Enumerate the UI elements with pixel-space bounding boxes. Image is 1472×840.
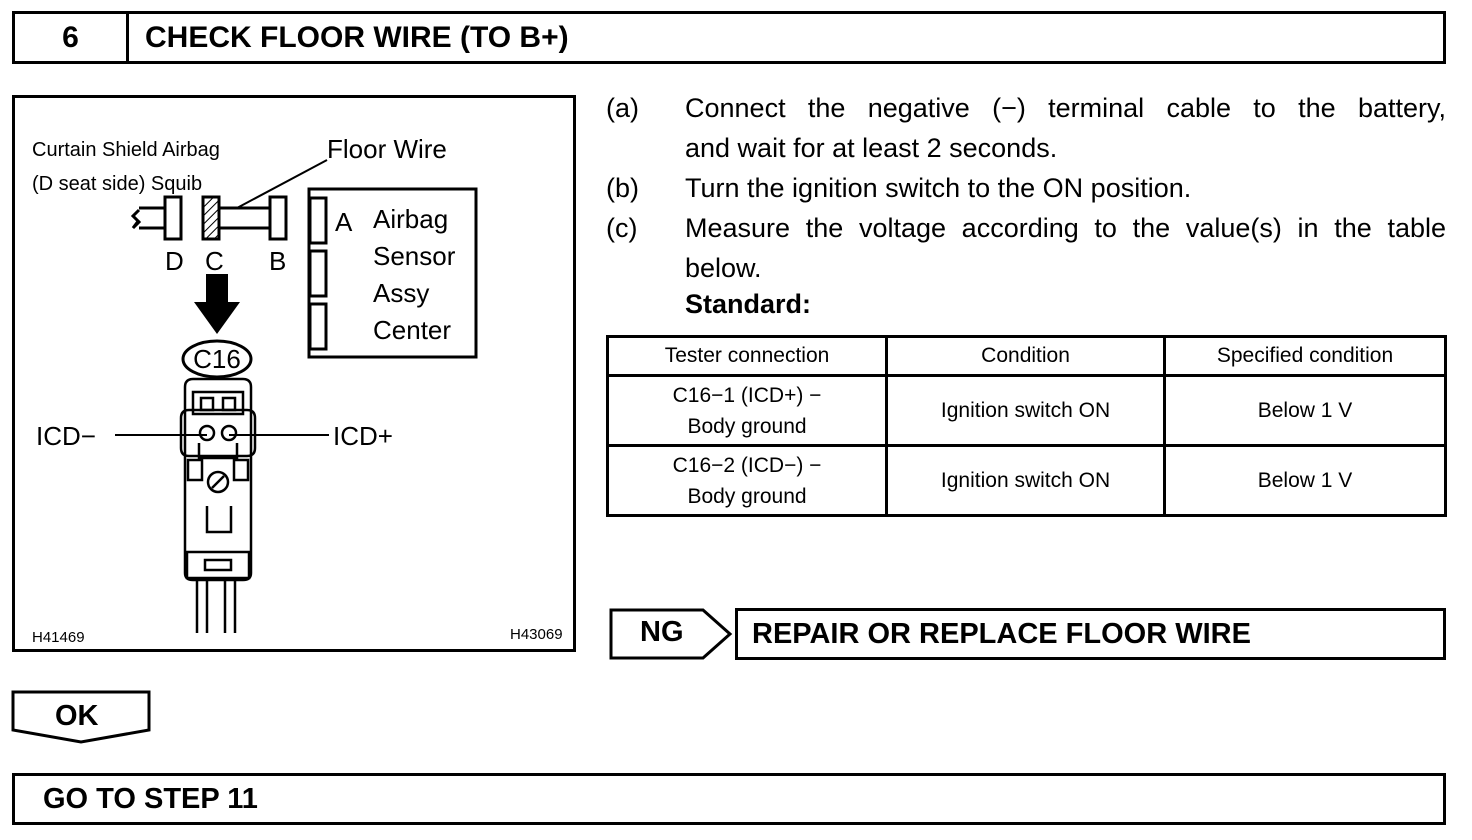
squib-connector [130,159,328,241]
icd-minus-label: ICD− [36,421,96,451]
airbag-sensor-box [307,187,478,359]
header-tester-connection: Tester connection [605,335,889,377]
down-arrow-icon [194,274,240,334]
connector-id-label: C16 [193,344,241,374]
spec-table: Tester connection Condition Specified co… [605,335,1447,517]
cell-specified: Below 1 V [1163,444,1447,517]
c16-connector-icon [179,377,257,633]
ok-tag-icon [11,690,151,744]
connection-line1: C16−1 (ICD+) − [672,383,822,407]
connector-a-label: A [335,207,353,237]
instruction-c-line2: below. [685,253,762,283]
header-condition: Condition [885,335,1167,377]
ok-tag-label: OK [55,700,99,732]
header-specified-condition: Specified condition [1163,335,1447,377]
sensor-label-3: Assy [373,278,430,308]
instruction-c-letter: (c) [606,213,638,243]
step-number: 6 [15,14,129,61]
cell-specified: Below 1 V [1163,374,1447,447]
connector-c-label: C [205,246,224,276]
sensor-label-1: Airbag [373,204,449,234]
ng-tag-label: NG [640,616,684,648]
table-header-row: Tester connection Condition Specified co… [605,335,1447,377]
icd-plus-label: ICD+ [333,421,393,451]
ok-action: GO TO STEP 11 [12,773,1446,825]
sensor-label-2: Sensor [373,241,456,271]
figure-code-left: H41469 [32,629,85,646]
connection-line2: Body ground [687,414,807,438]
connector-b-label: B [269,246,287,276]
instruction-a-letter: (a) [606,93,639,123]
step-header: 6 CHECK FLOOR WIRE (TO B+) [12,11,1446,64]
sensor-label-4: Center [373,315,452,345]
instruction-a-line2: and wait for at least 2 seconds. [685,133,1058,163]
cell-tester-connection: C16−1 (ICD+) − Body ground [605,374,889,447]
standard-label: Standard: [685,289,812,319]
connection-line2: Body ground [687,484,807,508]
ng-tag-icon [609,608,733,660]
table-row: C16−1 (ICD+) − Body ground Ignition swit… [605,374,1447,447]
step-title: CHECK FLOOR WIRE (TO B+) [145,20,569,54]
connector-id-oval [181,339,253,379]
floor-wire-label: Floor Wire [327,134,447,164]
table-row: C16−2 (ICD−) − Body ground Ignition swit… [605,444,1447,517]
figure-code-right: H43069 [510,626,563,643]
instruction-b-letter: (b) [606,173,639,203]
instruction-c-line1: Measure the voltage according to the val… [685,213,1446,243]
cell-condition: Ignition switch ON [885,444,1167,517]
connection-line1: C16−2 (ICD−) − [672,453,822,477]
connector-d-label: D [165,246,184,276]
wiring-diagram: Curtain Shield Airbag (D seat side) Squi… [12,95,576,652]
cell-condition: Ignition switch ON [885,374,1167,447]
instruction-a-line1: Connect the negative (−) terminal cable … [685,93,1446,123]
curtain-airbag-label: Curtain Shield Airbag [32,139,220,161]
instruction-b-line1: Turn the ignition switch to the ON posit… [685,173,1192,203]
cell-tester-connection: C16−2 (ICD−) − Body ground [605,444,889,517]
curtain-airbag-label-2: (D seat side) Squib [32,173,203,195]
ng-action: REPAIR OR REPLACE FLOOR WIRE [735,608,1446,660]
connector-illustration [115,159,478,633]
